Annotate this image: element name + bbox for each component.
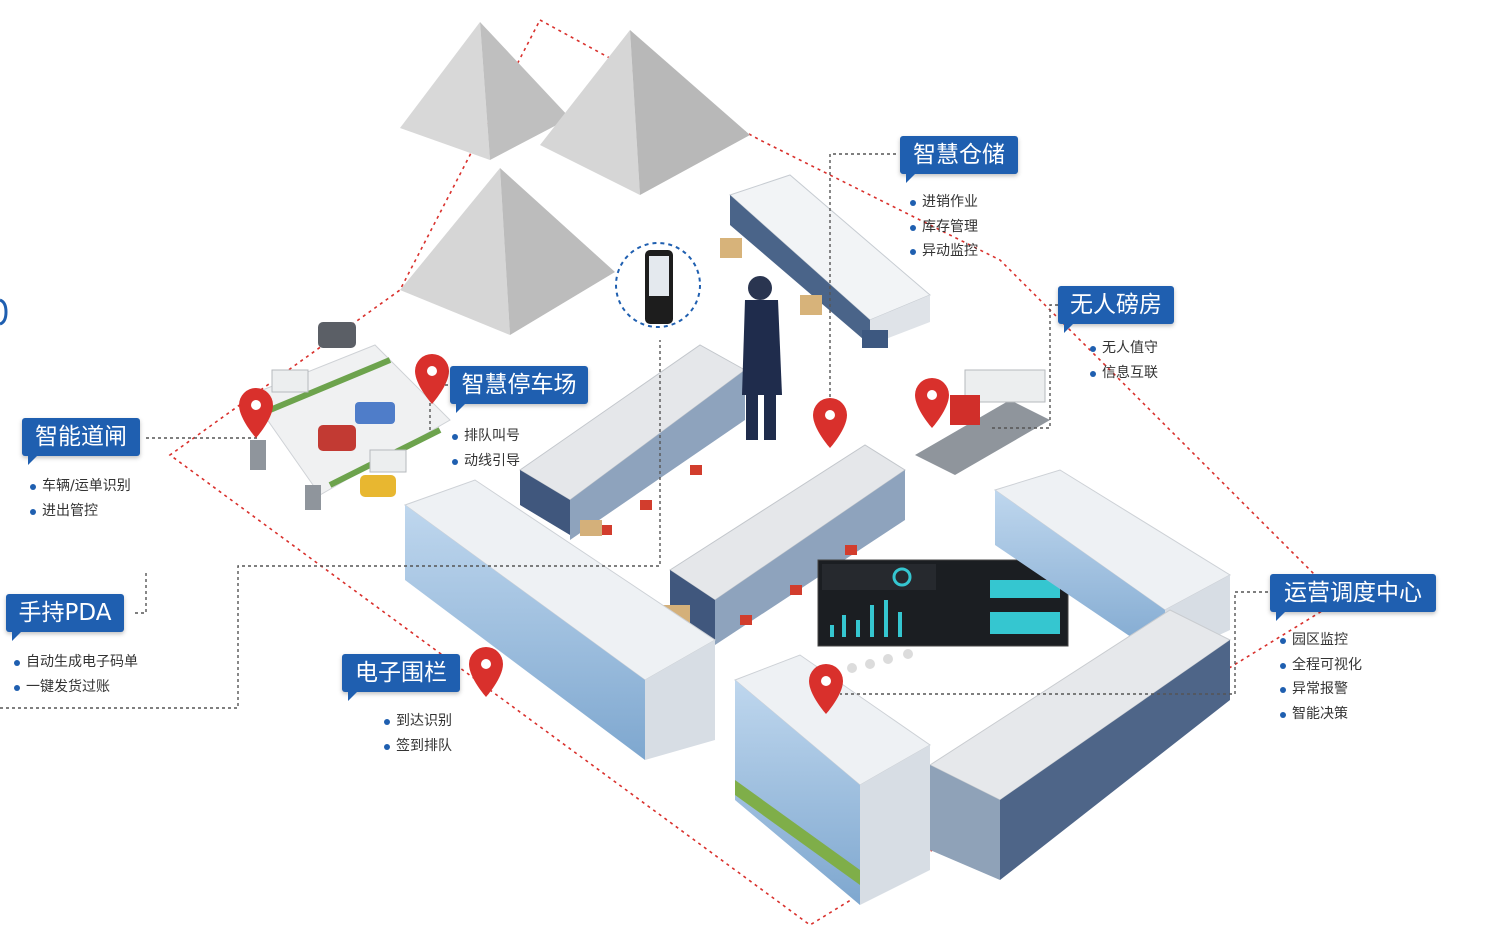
- list-item: 智能决策: [1280, 702, 1362, 727]
- smart-parking-list: 排队叫号 动线引导: [452, 424, 520, 473]
- unmanned-weighbridge-list: 无人值守 信息互联: [1090, 336, 1158, 385]
- list-item: 一键发货过账: [14, 675, 138, 700]
- operations-center-list: 园区监控 全程可视化 异常报警 智能决策: [1280, 628, 1362, 726]
- tag-smart-gate-title: 智能道闸: [35, 424, 127, 450]
- smart-gate-list: 车辆/运单识别 进出管控: [30, 474, 131, 523]
- dashboard-screen: [817, 559, 1069, 673]
- list-item: 库存管理: [910, 215, 978, 240]
- tag-handheld-pda: 手持PDA: [6, 594, 124, 641]
- worker-figure: [615, 242, 782, 440]
- loading-docks: [519, 344, 906, 645]
- list-item: 自动生成电子码单: [14, 650, 138, 675]
- list-item: 异常报警: [1280, 677, 1362, 702]
- cropped-glyph-fragment: [0, 298, 8, 326]
- list-item: 园区监控: [1280, 628, 1362, 653]
- list-item: 到达识别: [384, 709, 452, 734]
- geofence-list: 到达识别 签到排队: [384, 709, 452, 758]
- tag-geofence-title: 电子围栏: [355, 660, 447, 686]
- weighbridge-truck: [915, 369, 1050, 475]
- list-item: 车辆/运单识别: [30, 474, 131, 499]
- warehouse-buildings: [720, 174, 931, 348]
- list-item: 进出管控: [30, 499, 131, 524]
- list-item: 进销作业: [910, 190, 978, 215]
- list-item: 无人值守: [1090, 336, 1158, 361]
- list-item: 信息互联: [1090, 361, 1158, 386]
- tag-handheld-pda-title: 手持PDA: [18, 600, 112, 626]
- list-item: 异动监控: [910, 239, 978, 264]
- tag-unmanned-weighbridge: 无人磅房: [1058, 286, 1174, 333]
- tag-geofence: 电子围栏: [342, 654, 460, 701]
- tag-smart-gate: 智能道闸: [22, 418, 140, 465]
- tag-operations-center: 运营调度中心: [1270, 574, 1436, 621]
- stockpile-pyramids: [400, 22, 750, 335]
- list-item: 动线引导: [452, 449, 520, 474]
- handheld-pda-list: 自动生成电子码单 一键发货过账: [14, 650, 138, 699]
- list-item: 排队叫号: [452, 424, 520, 449]
- list-item: 签到排队: [384, 734, 452, 759]
- tag-operations-center-title: 运营调度中心: [1284, 580, 1422, 606]
- tag-smart-parking-title: 智慧停车场: [461, 372, 577, 398]
- tag-smart-warehouse: 智慧仓储: [900, 136, 1018, 183]
- tag-smart-parking: 智慧停车场: [450, 366, 588, 413]
- parking-lot: [249, 322, 451, 510]
- office-building-right: [734, 469, 1231, 905]
- list-item: 全程可视化: [1280, 653, 1362, 678]
- tag-unmanned-weighbridge-title: 无人磅房: [1070, 292, 1162, 318]
- leader-lines: [0, 153, 1268, 709]
- smart-warehouse-list: 进销作业 库存管理 异动监控: [910, 190, 978, 264]
- tag-smart-warehouse-title: 智慧仓储: [913, 142, 1005, 168]
- location-pins: [239, 354, 949, 714]
- office-building-left: [403, 479, 716, 760]
